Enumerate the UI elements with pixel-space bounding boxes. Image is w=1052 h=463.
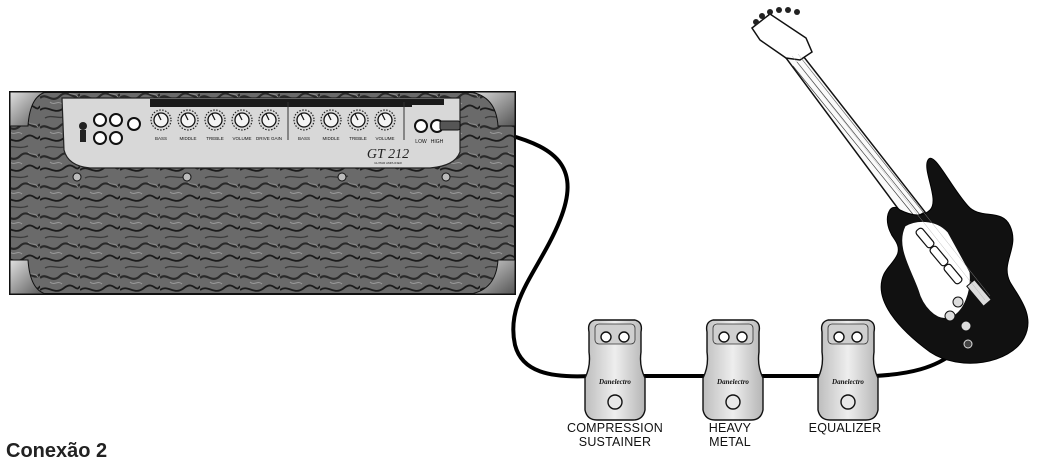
effect-pedal[interactable]: Danelectro <box>703 320 763 420</box>
effect-pedal[interactable]: Danelectro <box>585 320 645 420</box>
amp-model-logo: GT 212 <box>367 147 409 162</box>
pedal-footswitch[interactable] <box>841 395 855 409</box>
guitar-headstock <box>752 14 812 60</box>
pedal-panel <box>595 324 635 344</box>
tuning-peg <box>794 9 800 15</box>
pedal-panel <box>828 324 868 344</box>
phones-jack[interactable] <box>94 114 106 126</box>
pedal-knob[interactable] <box>619 332 629 342</box>
knob-label: BASS <box>155 136 167 141</box>
figure-caption: Conexão 2 <box>6 440 107 463</box>
knob-label: BASS <box>298 136 310 141</box>
knob-label: MIDDLE <box>179 136 196 141</box>
pedal-knob[interactable] <box>719 332 729 342</box>
knob-label: VOLUME <box>375 136 394 141</box>
guitar-knob[interactable] <box>945 311 955 321</box>
tuning-peg <box>753 19 759 25</box>
amp-screw <box>442 173 450 181</box>
knob-label: MIDDLE <box>322 136 339 141</box>
pedal-knob[interactable] <box>852 332 862 342</box>
pedal-knob[interactable] <box>601 332 611 342</box>
electric-guitar <box>752 7 1028 363</box>
pedal-chain: Danelectro Danelectro Danelectro <box>585 320 878 420</box>
pedal-footswitch[interactable] <box>726 395 740 409</box>
tuning-peg <box>767 9 773 15</box>
guitar-neck <box>786 52 925 222</box>
amp-screw <box>73 173 81 181</box>
pedal-knob[interactable] <box>737 332 747 342</box>
knob-label: DRIVE GAIN <box>256 136 282 141</box>
amp-input-plug <box>440 121 460 130</box>
pedal-panel <box>713 324 753 344</box>
aux-jack[interactable] <box>110 114 122 126</box>
knob-label: VOLUME <box>232 136 251 141</box>
fx-return-jack[interactable] <box>110 132 122 144</box>
fx-send-jack[interactable] <box>94 132 106 144</box>
knob-label: TREBLE <box>349 136 367 141</box>
pedal-brand: Danelectro <box>716 378 749 386</box>
pedal-brand: Danelectro <box>598 378 631 386</box>
guitar-knob[interactable] <box>961 321 971 331</box>
footswitch-jack[interactable] <box>128 118 140 130</box>
pedal-brand: Danelectro <box>831 378 864 386</box>
guitar-knob[interactable] <box>953 297 963 307</box>
pedal-label-equalizer: EQUALIZER <box>800 421 890 435</box>
knob-label: TREBLE <box>206 136 224 141</box>
tuning-peg <box>785 7 791 13</box>
tuning-peg <box>759 13 765 19</box>
effect-pedal[interactable]: Danelectro <box>818 320 878 420</box>
guitar-output-jack <box>964 340 972 348</box>
amp-screw <box>183 173 191 181</box>
amplifier: BASS MIDDLE TREBLE VOLUME DRIVE GAIN BASS MIDD… <box>10 92 515 294</box>
input-low-jack[interactable] <box>415 120 427 132</box>
amp-screw <box>338 173 346 181</box>
tuning-peg <box>776 7 782 13</box>
input-low-label: LOW <box>415 139 427 145</box>
pedal-footswitch[interactable] <box>608 395 622 409</box>
input-high-label: HIGH <box>431 139 444 145</box>
power-switch[interactable] <box>79 122 87 130</box>
amp-knobs: BASS MIDDLE TREBLE VOLUME DRIVE GAIN BASS MIDD… <box>151 110 395 141</box>
amp-model-subtitle: GUITAR AMPLIFIER <box>374 161 402 165</box>
pedal-knob[interactable] <box>834 332 844 342</box>
